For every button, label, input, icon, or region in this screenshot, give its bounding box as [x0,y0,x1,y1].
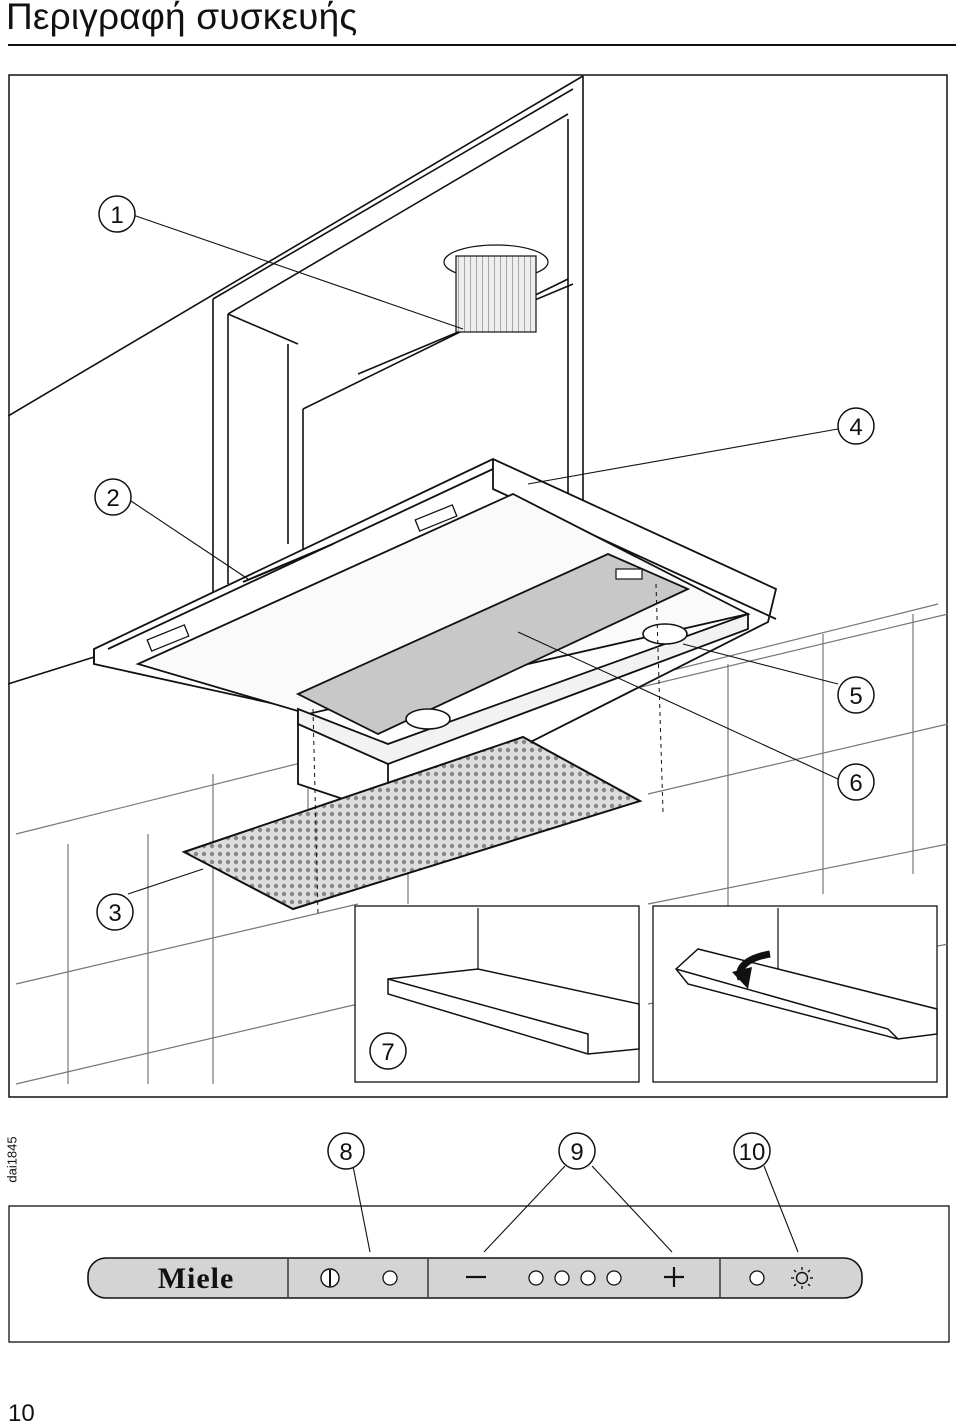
light-bulb-icon [791,1267,813,1289]
guide-lines [312,583,664,915]
callout-5: 5 [837,676,875,714]
panel-leaders [352,1165,799,1253]
brand-logo: Miele [158,1262,235,1295]
fan-level-1 [528,1270,544,1286]
svg-text:10: 10 [739,1139,766,1166]
callout-leaders [127,214,839,895]
svg-text:5: 5 [849,683,862,710]
fan-level-2 [554,1270,570,1286]
callout-4: 4 [837,407,875,445]
plus-button [664,1267,684,1287]
light-indicator [749,1270,765,1286]
callout-6: 6 [837,763,875,801]
callout-7: 7 [369,1032,407,1070]
svg-text:6: 6 [849,770,862,797]
callout-1: 1 [98,195,136,233]
grease-filter [181,735,643,911]
light-left [405,708,451,730]
callout-2: 2 [94,478,132,516]
svg-text:3: 3 [108,900,121,927]
page-number: 10 [8,1400,35,1427]
fan-level-3 [580,1270,596,1286]
illustration-frame [8,74,948,1098]
control-panel-illustration: 8 9 10 Miele [8,1132,950,1343]
fan-level-4 [606,1270,622,1286]
callout-8: 8 [327,1132,365,1170]
callout-3: 3 [96,893,134,931]
inset-right [652,905,938,1083]
svg-text:7: 7 [381,1039,394,1066]
power-indicator [382,1270,398,1286]
page-title: Περιγραφή συσκευής [6,0,358,37]
hood-illustration: 1 2 3 4 5 6 7 [8,74,948,1098]
power-button [320,1268,340,1288]
svg-text:9: 9 [570,1139,583,1166]
svg-text:4: 4 [849,414,862,441]
wall-tiles [15,603,948,1085]
svg-text:8: 8 [339,1139,352,1166]
light-right [642,623,688,645]
svg-text:2: 2 [106,485,119,512]
hood-body [93,458,778,815]
title-rule [8,44,956,46]
callout-10: 10 [733,1132,771,1170]
callout-9: 9 [558,1132,596,1170]
svg-text:1: 1 [110,202,123,229]
exhaust-duct [455,255,537,333]
